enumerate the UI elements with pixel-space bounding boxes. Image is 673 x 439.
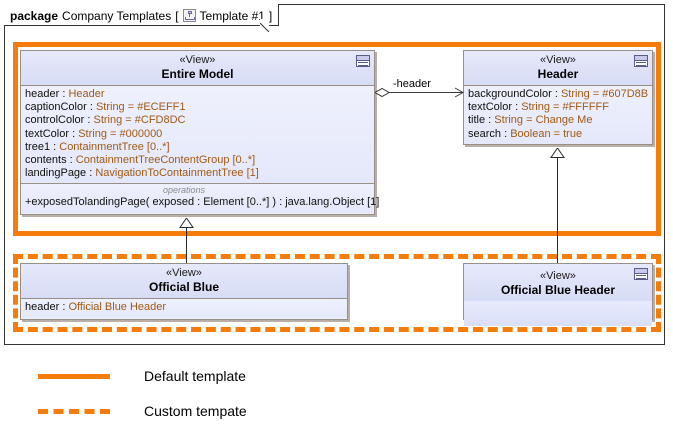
- legend-item-default-template: Default template: [38, 368, 246, 384]
- class-box-official-blue[interactable]: «View» Official Blue header : Official B…: [20, 263, 348, 320]
- operation-row: +exposedTolandingPage( exposed : Element…: [25, 196, 380, 209]
- class-header-header: «View» Header: [464, 51, 652, 86]
- operations-compartment-entire-model: operations +exposedTolandingPage( expose…: [21, 183, 380, 213]
- view-icon: [634, 55, 648, 67]
- operations-compartment-label: operations: [162, 185, 206, 196]
- legend: Default template Custom tempate: [0, 355, 673, 439]
- attributes-compartment-header: backgroundColor : String = #607D8B textC…: [464, 86, 652, 144]
- attribute-row: tree1 : ContainmentTree [0..*]: [25, 140, 170, 153]
- class-name-label: Official Blue Header: [500, 283, 616, 297]
- attribute-row: landingPage : NavigationToContainmentTre…: [25, 167, 259, 180]
- attribute-row: header : Official Blue Header: [25, 301, 167, 313]
- class-header-entire-model: «View» Entire Model: [21, 51, 374, 86]
- attribute-row: textColor : String = #FFFFFF: [468, 101, 609, 114]
- empty-compartment-official-blue-header: [464, 301, 652, 326]
- class-box-header[interactable]: «View» Header backgroundColor : String =…: [463, 50, 653, 145]
- attribute-row: backgroundColor : String = #607D8B: [468, 88, 649, 100]
- legend-label: Default template: [144, 368, 246, 384]
- stereotype-label: «View»: [540, 54, 576, 66]
- stereotype-label: «View»: [166, 267, 202, 279]
- attributes-compartment-entire-model: header : Header captionColor : String = …: [21, 86, 374, 184]
- class-box-entire-model[interactable]: «View» Entire Model header : Header capt…: [20, 50, 380, 215]
- generalization-line-left: [186, 224, 187, 263]
- attribute-row: contents : ContainmentTreeContentGroup […: [25, 154, 256, 167]
- legend-swatch-solid: [38, 373, 110, 379]
- diagram-name: Template #1: [199, 8, 265, 23]
- package-keyword: package: [10, 8, 59, 23]
- view-icon: [634, 268, 648, 280]
- attribute-row: header : Header: [25, 88, 105, 100]
- association-arrow-icon: [452, 86, 465, 99]
- class-diagram-icon: [182, 9, 196, 22]
- view-icon: [356, 55, 370, 67]
- package-tab[interactable]: package Company Templates [ Template #1 …: [4, 4, 280, 26]
- generalization-line-right: [557, 154, 558, 263]
- generalization-triangle-left-icon: [179, 215, 194, 228]
- class-box-official-blue-header[interactable]: «View» Official Blue Header: [463, 263, 653, 326]
- class-name-label: Official Blue: [148, 280, 219, 294]
- bracket-close: ]: [268, 8, 273, 23]
- attribute-row: textColor : String = #000000: [25, 127, 163, 140]
- legend-label: Custom tempate: [144, 403, 247, 419]
- legend-swatch-dashed: [38, 408, 110, 414]
- custom-template-highlight-frame: [13, 254, 661, 332]
- aggregation-diamond-icon: [373, 86, 391, 99]
- default-template-highlight-frame: [13, 42, 661, 236]
- generalization-triangle-right-icon: [550, 145, 565, 158]
- attribute-row: controlColor : String = #CFD8DC: [25, 114, 186, 127]
- attribute-row: captionColor : String = #ECEFF1: [25, 101, 186, 114]
- class-name-label: Header: [537, 67, 579, 81]
- class-header-official-blue: «View» Official Blue: [21, 264, 347, 299]
- legend-item-custom-template: Custom tempate: [38, 403, 247, 419]
- package-tab-corner: [259, 19, 270, 33]
- association-role-label: -header: [393, 78, 431, 90]
- class-name-label: Entire Model: [161, 67, 234, 81]
- attribute-row: title : String = Change Me: [468, 114, 593, 127]
- bracket-open: [: [175, 8, 179, 23]
- stereotype-label: «View»: [540, 270, 576, 282]
- association-line-header: [375, 92, 463, 93]
- class-header-official-blue-header: «View» Official Blue Header: [464, 264, 652, 301]
- stereotype-label: «View»: [179, 54, 216, 66]
- package-name: Company Templates: [62, 8, 172, 23]
- attributes-compartment-official-blue: header : Official Blue Header: [21, 299, 347, 318]
- attribute-row: search : Boolean = true: [468, 127, 583, 140]
